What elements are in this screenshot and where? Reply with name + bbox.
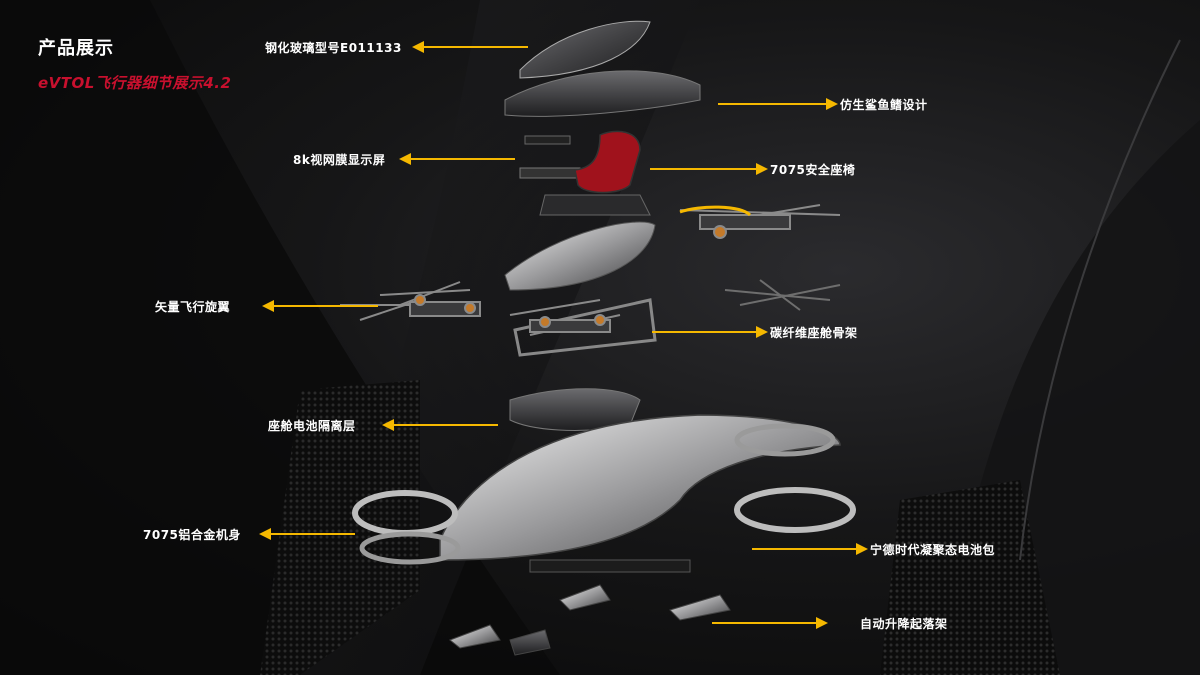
label-display: 8k视网膜显示屏 <box>293 153 386 167</box>
right-rotor-assembly-upper <box>679 204 841 239</box>
label-insulation: 座舱电池隔离层 <box>268 419 356 433</box>
label-shark-gill: 仿生鲨鱼鳍设计 <box>840 98 928 112</box>
page-title: 产品展示 <box>38 38 114 59</box>
label-body: 7075铝合金机身 <box>143 528 241 542</box>
label-landing-gear: 自动升降起落架 <box>860 617 948 631</box>
carbon-frame <box>513 298 657 357</box>
label-glass: 钢化玻璃型号E011133 <box>265 41 402 55</box>
label-frame: 碳纤维座舱骨架 <box>770 326 858 340</box>
cockpit-shell <box>504 221 656 291</box>
main-body <box>439 414 841 561</box>
label-rotor: 矢量飞行旋翼 <box>155 300 231 314</box>
seat-base <box>539 194 651 216</box>
page-subtitle: eVTOL飞行器细节展示4.2 <box>38 74 232 92</box>
landing-gear-2 <box>669 594 731 621</box>
landing-gear-1 <box>559 584 611 611</box>
label-battery: 宁德时代凝聚态电池包 <box>870 543 996 557</box>
shark-gill-frame <box>504 70 701 117</box>
front-right-duct <box>734 487 856 533</box>
mid-rotor-assembly <box>509 299 621 336</box>
right-rotor-assembly-lower <box>724 279 841 311</box>
canopy-glass <box>519 20 651 79</box>
landing-gear-3 <box>449 624 501 649</box>
left-rotor-assembly <box>340 281 481 321</box>
bg-mesh-vent-right <box>880 480 1060 675</box>
rear-right-duct <box>734 423 836 457</box>
rear-left-duct <box>359 531 461 565</box>
display-screen-part <box>524 135 571 145</box>
landing-gear-4 <box>509 629 551 656</box>
bg-mesh-vent-left <box>260 380 420 675</box>
battery-pack-part <box>529 559 691 573</box>
bg-highlight-line <box>1019 39 1181 561</box>
safety-seat <box>574 130 641 194</box>
label-seat: 7075安全座椅 <box>770 163 856 177</box>
